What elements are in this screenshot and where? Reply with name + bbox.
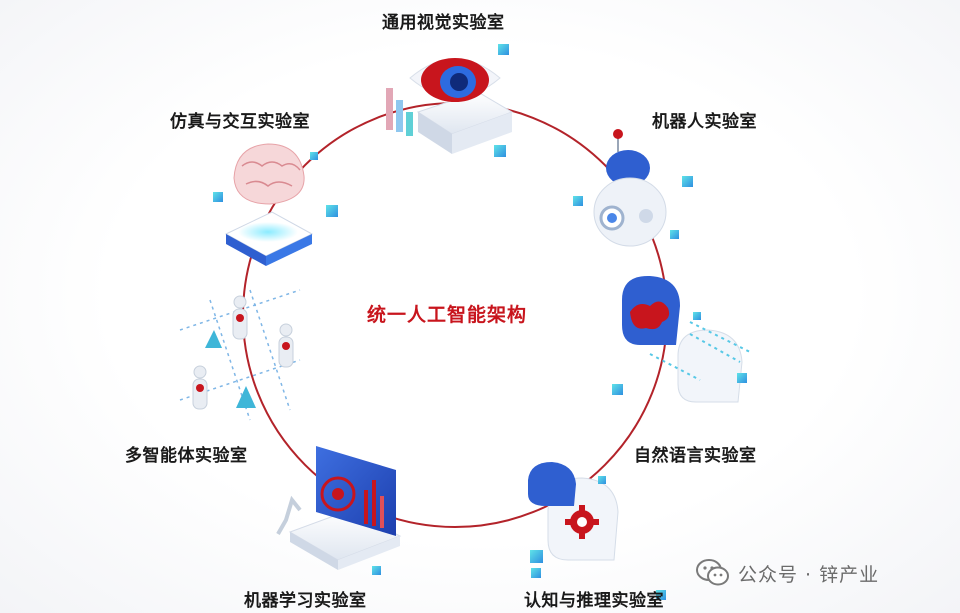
center-title: 统一人工智能架构 bbox=[367, 304, 528, 326]
label-machine-learning-lab: 机器学习实验室 bbox=[244, 591, 367, 611]
wechat-icon bbox=[696, 559, 729, 586]
language-lab-illustration bbox=[612, 275, 751, 403]
watermark-text: 公众号 · 锌产业 bbox=[738, 563, 880, 586]
label-cognition-reasoning-lab: 认知与推理实验室 bbox=[524, 591, 664, 611]
multi-agent-illustration bbox=[179, 289, 301, 421]
simulation-lab-illustration bbox=[213, 143, 338, 266]
cognition-lab-illustration bbox=[528, 462, 666, 600]
machine-learning-illustration bbox=[276, 446, 402, 575]
label-general-vision-lab: 通用视觉实验室 bbox=[382, 13, 505, 33]
watermark: 公众号 · 锌产业 bbox=[696, 556, 879, 590]
vision-lab-illustration bbox=[386, 44, 514, 157]
label-robot-lab: 机器人实验室 bbox=[652, 112, 757, 132]
robot-lab-illustration bbox=[573, 129, 693, 247]
label-simulation-interaction-lab: 仿真与交互实验室 bbox=[170, 112, 310, 132]
label-natural-language-lab: 自然语言实验室 bbox=[634, 446, 757, 466]
label-multi-agent-lab: 多智能体实验室 bbox=[125, 446, 248, 466]
